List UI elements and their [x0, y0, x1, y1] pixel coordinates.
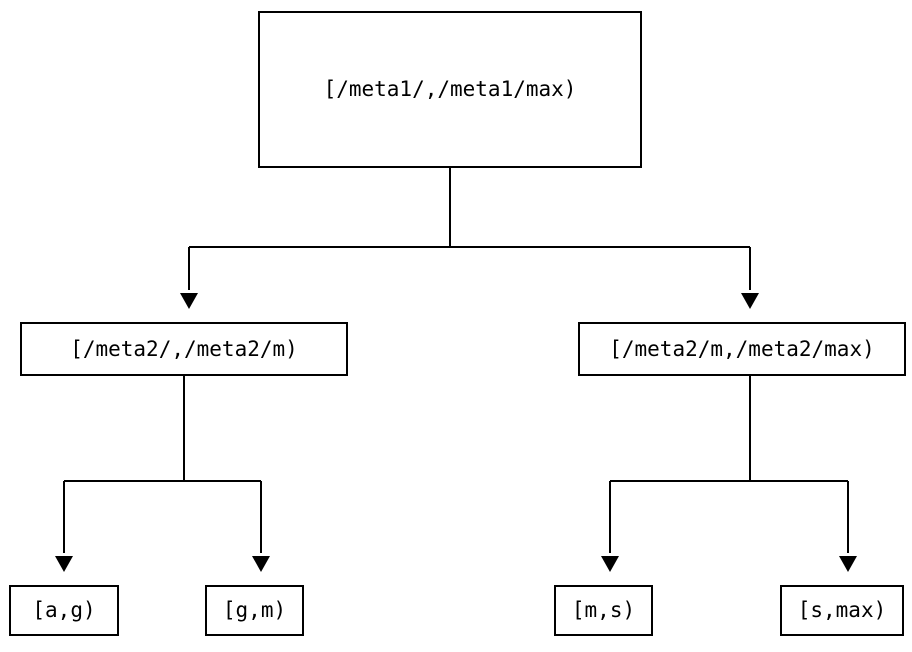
arrowhead-to-leaf-ms — [601, 556, 619, 572]
arrowhead-to-leaf-smax — [839, 556, 857, 572]
tree-node-leaf-ag: [a,g) — [9, 585, 119, 636]
tree-node-right-mid-label: [/meta2/m,/meta2/max) — [609, 336, 875, 361]
arrowhead-to-leaf-gm — [252, 556, 270, 572]
arrowhead-to-left-mid — [180, 293, 198, 309]
tree-node-leaf-gm-label: [g,m) — [222, 598, 287, 622]
tree-node-leaf-ms: [m,s) — [554, 585, 653, 636]
tree-node-root-label: [/meta1/,/meta1/max) — [323, 77, 577, 101]
tree-node-leaf-smax: [s,max) — [780, 585, 904, 636]
tree-node-root: [/meta1/,/meta1/max) — [258, 11, 642, 168]
tree-node-right-mid: [/meta2/m,/meta2/max) — [578, 322, 906, 376]
tree-node-left-mid-label: [/meta2/,/meta2/m) — [70, 336, 298, 361]
tree-node-leaf-ms-label: [m,s) — [571, 598, 636, 622]
tree-node-left-mid: [/meta2/,/meta2/m) — [20, 322, 348, 376]
arrowhead-to-leaf-ag — [55, 556, 73, 572]
tree-node-leaf-ag-label: [a,g) — [32, 598, 96, 622]
tree-node-leaf-gm: [g,m) — [205, 585, 304, 636]
arrowhead-to-right-mid — [741, 293, 759, 309]
tree-node-leaf-smax-label: [s,max) — [797, 598, 887, 622]
